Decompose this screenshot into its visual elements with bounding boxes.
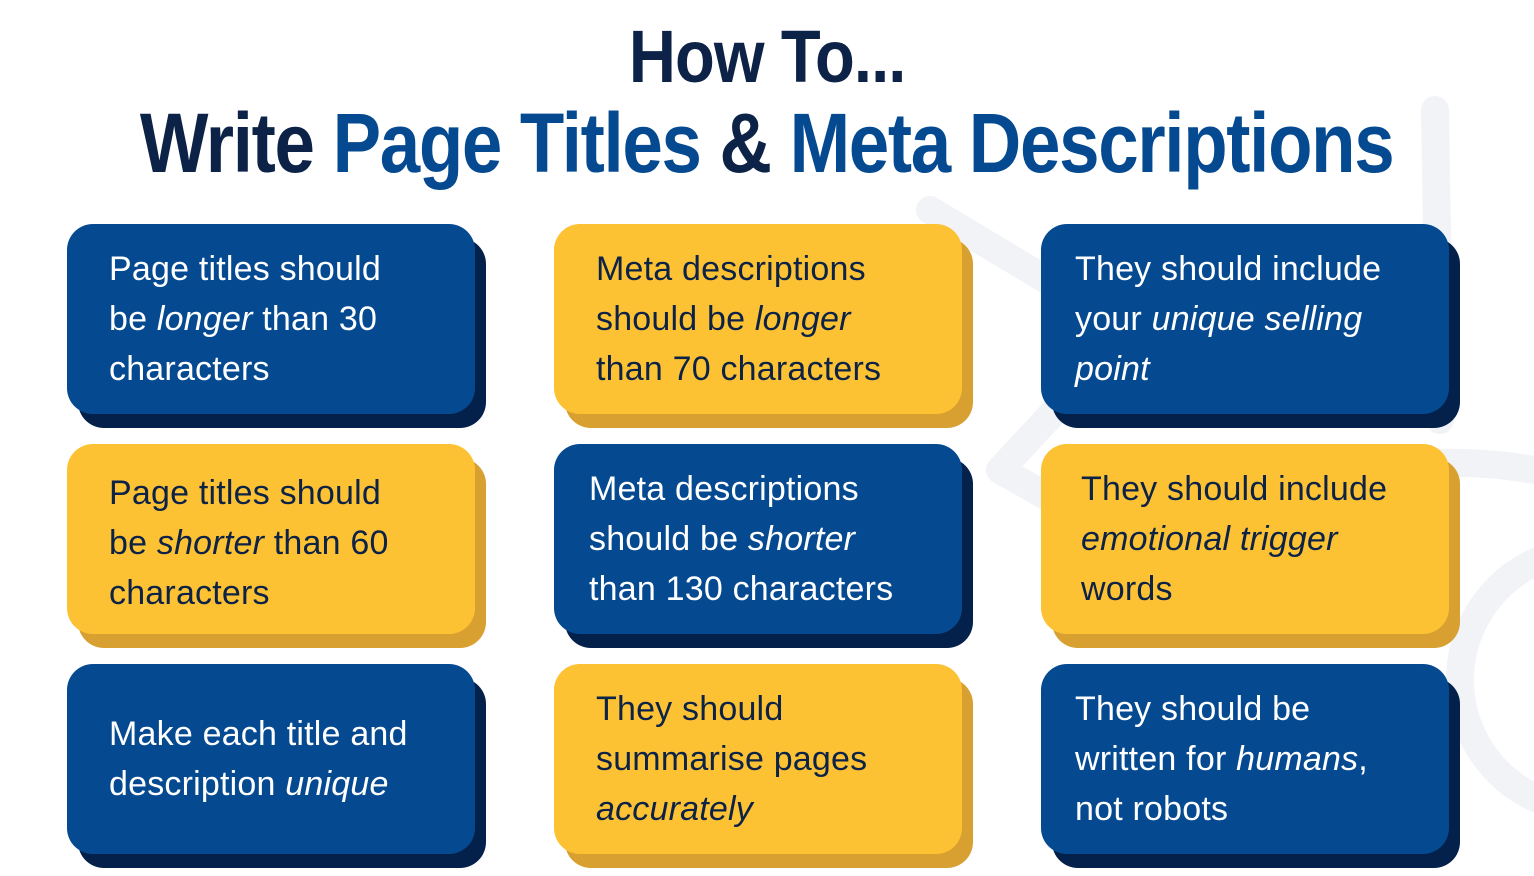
card-text-plain: than 60 [264, 524, 389, 562]
card-line: than 130 characters [589, 570, 894, 608]
card-text: Make each title and description unique [109, 709, 408, 809]
card-text-emphasis: longer [754, 300, 851, 338]
card-text: They should include emotional trigger wo… [1081, 464, 1387, 614]
card-text-emphasis: accurately [596, 790, 753, 828]
card-text-plain: your [1075, 300, 1152, 338]
card-line: written for humans, [1075, 734, 1368, 784]
card-face: Page titles should be shorter than 60 ch… [67, 444, 475, 634]
card-face: Meta descriptions should be shorter than… [554, 444, 962, 634]
card-face: They should include emotional trigger wo… [1041, 444, 1449, 634]
card-line: accurately [596, 784, 867, 834]
card-face: They should summarise pages accurately [554, 664, 962, 854]
card-line: They should be [1075, 690, 1311, 728]
card-text-emphasis: emotional trigger [1081, 520, 1338, 558]
card-line: than 70 characters [596, 350, 882, 388]
title-how-to-text: How To... [628, 15, 907, 98]
card-line: your unique selling [1075, 294, 1381, 344]
card-text-plain: than 30 [252, 300, 378, 338]
card-face: They should include your unique selling … [1041, 224, 1449, 414]
card-text-emphasis: humans [1236, 740, 1359, 778]
card-line: be shorter than 60 [109, 518, 389, 568]
card-line: They should include [1081, 470, 1388, 508]
card-line: should be shorter [589, 514, 893, 564]
card-line: Page titles should [109, 250, 381, 288]
tip-card-meta-longer: Meta descriptions should be longer than … [554, 224, 973, 428]
tip-card-for-humans: They should be written for humans, not r… [1041, 664, 1460, 868]
tip-card-emotional-triggers: They should include emotional trigger wo… [1041, 444, 1460, 648]
card-line: characters [109, 350, 270, 388]
tip-card-unique: Make each title and description unique [67, 664, 486, 868]
card-text: Page titles should be shorter than 60 ch… [109, 468, 389, 618]
card-text-plain: be [109, 524, 157, 562]
card-text-emphasis: point [1075, 350, 1150, 388]
card-text-emphasis: unique [285, 765, 389, 803]
card-face: Make each title and description unique [67, 664, 475, 854]
card-text: They should be written for humans, not r… [1075, 684, 1368, 834]
card-line: characters [109, 574, 270, 612]
card-line: emotional trigger [1081, 514, 1387, 564]
card-text: They should include your unique selling … [1075, 244, 1381, 394]
card-text-emphasis: longer [156, 300, 253, 338]
card-text-emphasis: unique selling [1151, 300, 1363, 338]
card-line: point [1075, 344, 1381, 394]
card-face: They should be written for humans, not r… [1041, 664, 1449, 854]
page-title: Write Page Titles & Meta Descriptions [0, 97, 1534, 189]
card-text: Meta descriptions should be longer than … [596, 244, 881, 394]
card-line: be longer than 30 [109, 294, 381, 344]
card-text-plain: be [109, 300, 157, 338]
title-word-write: Write [140, 96, 333, 190]
card-line: Meta descriptions [596, 250, 866, 288]
card-text: They should summarise pages accurately [596, 684, 867, 834]
card-line: should be longer [596, 294, 881, 344]
tip-card-meta-shorter: Meta descriptions should be shorter than… [554, 444, 973, 648]
card-line: They should [596, 690, 784, 728]
title-word-meta-descriptions: Meta Descriptions [789, 96, 1395, 190]
title-how-to: How To... [0, 18, 1534, 96]
card-face: Meta descriptions should be longer than … [554, 224, 962, 414]
card-line: words [1081, 570, 1173, 608]
card-text-plain: , [1358, 740, 1368, 778]
card-text: Meta descriptions should be shorter than… [589, 464, 893, 614]
tip-card-page-titles-shorter: Page titles should be shorter than 60 ch… [67, 444, 486, 648]
card-line: description unique [109, 759, 408, 809]
card-text: Page titles should be longer than 30 cha… [109, 244, 381, 394]
card-text-plain: written for [1075, 740, 1237, 778]
card-line: summarise pages [596, 740, 868, 778]
tip-card-page-titles-longer: Page titles should be longer than 30 cha… [67, 224, 486, 428]
tip-card-usp: They should include your unique selling … [1041, 224, 1460, 428]
card-line: not robots [1075, 790, 1229, 828]
card-line: Page titles should [109, 474, 381, 512]
title-word-page-titles: Page Titles [332, 96, 702, 190]
card-text-emphasis: shorter [747, 520, 856, 558]
card-text-plain: should be [596, 300, 755, 338]
title-ampersand: & [701, 96, 790, 190]
card-text-plain: should be [589, 520, 748, 558]
card-line: Meta descriptions [589, 470, 859, 508]
card-line: Make each title and [109, 715, 408, 753]
card-face: Page titles should be longer than 30 cha… [67, 224, 475, 414]
tip-card-summarise: They should summarise pages accurately [554, 664, 973, 868]
card-text-plain: description [109, 765, 286, 803]
card-line: They should include [1075, 250, 1382, 288]
card-text-emphasis: shorter [156, 524, 265, 562]
